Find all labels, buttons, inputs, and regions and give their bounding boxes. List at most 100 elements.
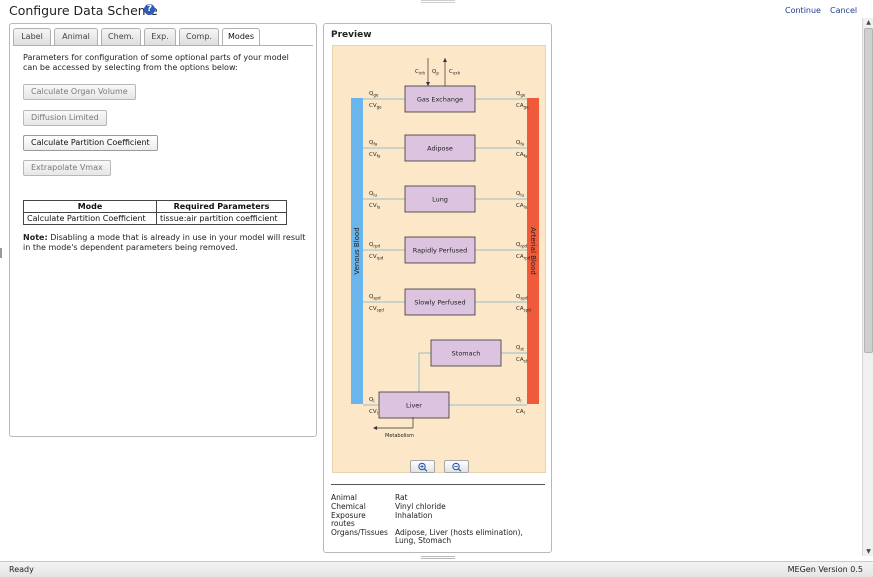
scroll-down-arrow-icon[interactable]: ▼: [866, 548, 871, 555]
note-body: Disabling a mode that is already in use …: [23, 233, 306, 252]
summary-row-organs: Organs/Tissues Adipose, Liver (hosts eli…: [331, 529, 545, 545]
bottom-resize-grip[interactable]: [421, 556, 455, 559]
zoom-out-button[interactable]: [444, 460, 469, 473]
flow-label-right: Qspd: [516, 294, 528, 301]
conc-label-right: CAspd: [516, 306, 531, 313]
qp-label: Qp: [432, 69, 439, 76]
summary-key: Chemical: [331, 502, 366, 511]
diffusion-limited-button[interactable]: Diffusion Limited: [23, 110, 107, 126]
compartment-label: Lung: [432, 196, 448, 204]
compartment-label: Liver: [406, 402, 422, 410]
summary-key: Animal: [331, 493, 357, 502]
tab-modes[interactable]: Modes: [222, 28, 260, 46]
top-flow-labels: Cinh Qp Cexh: [415, 58, 461, 86]
compartment-box: [404, 134, 476, 162]
flow-label-right: Ql: [516, 397, 521, 404]
flow-label-left: Qge: [369, 91, 379, 98]
venous-blood-label: Venous Blood: [353, 227, 361, 274]
compartment-label: Slowly Perfused: [414, 299, 465, 307]
continue-link[interactable]: Continue: [785, 6, 821, 15]
compartment-box: [404, 288, 476, 316]
conc-label-left: CVge: [369, 103, 382, 110]
table-header-row: Mode Required Parameters: [23, 200, 287, 213]
summary-row-chemical: Chemical Vinyl chloride: [331, 503, 545, 511]
table-header-required-parameters: Required Parameters: [156, 200, 287, 213]
preview-title: Preview: [331, 30, 372, 40]
version-text: MEGen Version 0.5: [787, 565, 863, 574]
flow-label-left: Qlu: [369, 191, 377, 198]
status-bar: Ready MEGen Version 0.5: [0, 561, 873, 577]
flow-label-right: Qrpd: [516, 242, 528, 249]
modes-intro-text: Parameters for configuration of some opt…: [23, 53, 289, 72]
preview-divider: [331, 484, 545, 485]
arterial-blood-label: Arterial Blood: [529, 227, 537, 275]
tab-exp[interactable]: Exp.: [144, 28, 176, 45]
top-resize-grip[interactable]: [421, 0, 455, 3]
cexh-label: Cexh: [449, 69, 461, 76]
cinh-label: Cinh: [415, 69, 425, 76]
conc-label-right: CAst: [516, 357, 528, 364]
compartment-label: Stomach: [452, 350, 481, 358]
model-summary: Animal Rat Chemical Vinyl chloride Expos…: [331, 494, 545, 546]
scrollbar-thumb[interactable]: [864, 28, 873, 353]
conc-label-left: CVspd: [369, 306, 384, 313]
table-row: Calculate Partition Coefficient tissue:a…: [23, 212, 287, 225]
conc-label-right: CAge: [516, 103, 529, 110]
summary-value: Rat: [395, 493, 408, 502]
left-edge-marker: [0, 248, 2, 258]
flow-label-left: Qrpd: [369, 242, 381, 249]
metabolism-arrowhead-icon: [373, 426, 377, 430]
modes-table: Mode Required Parameters Calculate Parti…: [23, 200, 287, 225]
conc-label-right: CAfa: [516, 152, 528, 159]
conc-label-right: CArpd: [516, 254, 531, 261]
calculate-partition-coefficient-button[interactable]: Calculate Partition Coefficient: [23, 135, 158, 151]
pbpk-diagram-svg: Venous Blood Arterial Blood Cinh Qp Cexh…: [351, 58, 539, 439]
tab-divider: [13, 45, 313, 46]
zoom-out-icon: [451, 462, 461, 472]
conc-label-left: CVrpd: [369, 254, 384, 261]
cancel-link[interactable]: Cancel: [830, 6, 858, 15]
table-header-mode: Mode: [23, 200, 157, 213]
compartment-box: [404, 185, 476, 213]
flow-label-right: Qfa: [516, 140, 525, 147]
flow-label-left: Ql: [369, 397, 374, 404]
extrapolate-vmax-button[interactable]: Extrapolate Vmax: [23, 160, 111, 176]
table-cell-mode: Calculate Partition Coefficient: [23, 212, 157, 225]
table-cell-parameters: tissue:air partition coefficient: [156, 212, 287, 225]
venous-blood-bar: [351, 98, 363, 404]
page-title: Configure Data Scheme: [9, 3, 158, 18]
flow-label-right: Qlu: [516, 191, 524, 198]
tab-chem[interactable]: Chem.: [101, 28, 141, 45]
modes-panel: Label Animal Chem. Exp. Comp. Modes Para…: [9, 23, 317, 437]
tab-comp[interactable]: Comp.: [179, 28, 219, 45]
vertical-scrollbar[interactable]: ▲ ▼: [862, 18, 873, 556]
summary-key: Organs/Tissues: [331, 528, 388, 537]
tab-animal[interactable]: Animal: [54, 28, 98, 45]
calculate-organ-volume-button[interactable]: Calculate Organ Volume: [23, 84, 136, 100]
pbpk-diagram: Venous Blood Arterial Blood Cinh Qp Cexh…: [332, 45, 546, 473]
arterial-blood-bar: [527, 98, 539, 404]
zoom-in-button[interactable]: [410, 460, 435, 473]
compartment-label: Gas Exchange: [417, 96, 463, 104]
summary-value: Vinyl chloride: [395, 502, 446, 511]
scroll-up-arrow-icon[interactable]: ▲: [866, 19, 871, 26]
flow-label-left: Qfa: [369, 140, 378, 147]
summary-row-exposure: Exposure routes Inhalation: [331, 512, 545, 528]
flow-label-right: Qge: [516, 91, 526, 98]
status-text: Ready: [9, 565, 34, 574]
compartment-box: [404, 85, 476, 113]
help-icon[interactable]: ?: [144, 4, 155, 15]
summary-key: Exposure routes: [331, 511, 366, 528]
note-text: Note: Disabling a mode that is already i…: [23, 233, 308, 252]
compartment-label: Adipose: [427, 145, 453, 153]
conc-label-left: CVfa: [369, 152, 381, 159]
tab-label[interactable]: Label: [13, 28, 51, 45]
flow-label-left: Qspd: [369, 294, 381, 301]
compartment-box: [430, 339, 502, 367]
preview-panel: Preview Venous Blood Arterial Blood Cinh…: [323, 23, 552, 553]
conc-label-right: CAl: [516, 409, 525, 416]
summary-value: Adipose, Liver (hosts elimination), Lung…: [395, 528, 523, 545]
compartment-box: [378, 391, 450, 419]
